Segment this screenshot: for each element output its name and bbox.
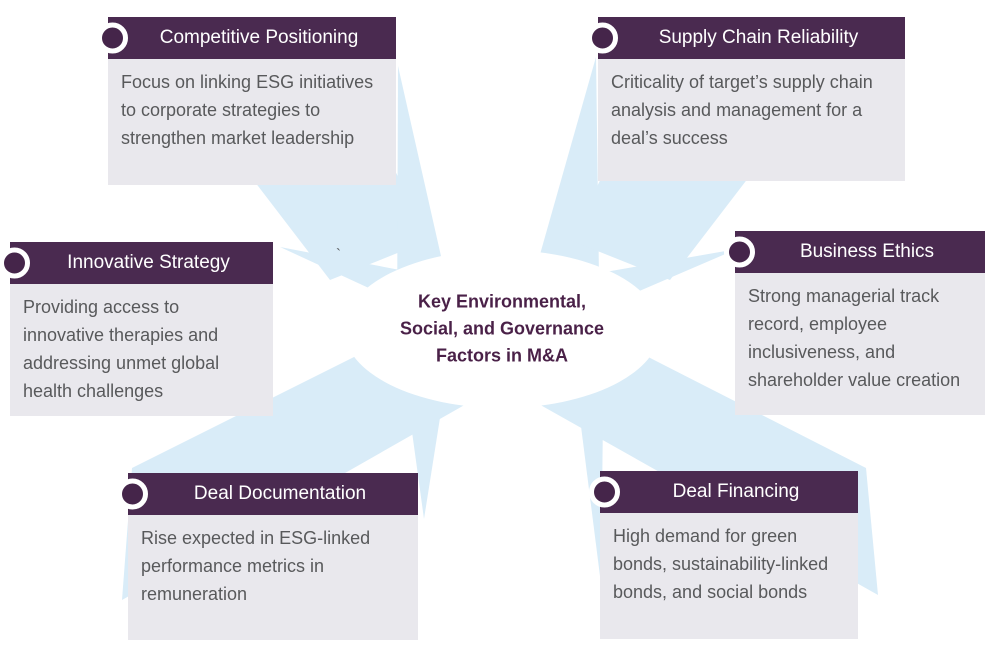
factor-title: Business Ethics [799, 241, 935, 262]
bullet-circle-icon [589, 476, 620, 508]
stray-tick-mark: ` [336, 246, 341, 263]
factor-description: Rise expected in ESG-linked performance … [128, 515, 418, 640]
bullet-circle-icon [97, 22, 128, 54]
factor-box-competitive-positioning: Competitive Positioning Focus on linking… [97, 17, 396, 185]
factor-description: Criticality of target’s supply chain ana… [598, 59, 905, 181]
diagram-title-line-1: Key Environmental, [417, 291, 587, 312]
bullet-circle-icon [117, 478, 148, 510]
bullet-circle-icon [724, 236, 755, 268]
factor-title: Supply Chain Reliability [658, 27, 859, 48]
factor-title: Deal Documentation [193, 483, 367, 504]
center-ellipse [344, 250, 660, 408]
factor-header: Innovative Strategy [0, 242, 273, 284]
factor-title: Competitive Positioning [159, 27, 359, 48]
bullet-circle-icon [0, 247, 30, 279]
factor-description: Focus on linking ESG initiatives to corp… [108, 59, 396, 185]
factor-header: Deal Documentation [117, 473, 418, 515]
factor-description: High demand for green bonds, sustainabil… [600, 513, 858, 639]
factor-box-deal-financing: Deal Financing High demand for green bon… [589, 471, 858, 639]
diagram-title: Key Environmental, Social, and Governanc… [332, 289, 672, 370]
diagram-title-line-2: Social, and Governance [399, 318, 605, 339]
factor-box-supply-chain-reliability: Supply Chain Reliability Criticality of … [587, 17, 905, 181]
factor-header: Deal Financing [589, 471, 858, 513]
factor-description: Strong managerial track record, employee… [735, 273, 985, 415]
factor-description: Providing access to innovative therapies… [10, 284, 273, 416]
diagram-title-line-3: Factors in M&A [435, 345, 568, 366]
factor-title: Deal Financing [672, 481, 800, 502]
factor-box-innovative-strategy: Innovative Strategy Providing access to … [0, 242, 273, 416]
factor-header: Competitive Positioning [97, 17, 396, 59]
factor-header: Supply Chain Reliability [587, 17, 905, 59]
bullet-circle-icon [587, 22, 618, 54]
factor-box-deal-documentation: Deal Documentation Rise expected in ESG-… [117, 473, 418, 640]
factor-header: Business Ethics [724, 231, 985, 273]
factor-title: Innovative Strategy [67, 252, 230, 273]
factor-box-business-ethics: Business Ethics Strong managerial track … [724, 231, 985, 415]
